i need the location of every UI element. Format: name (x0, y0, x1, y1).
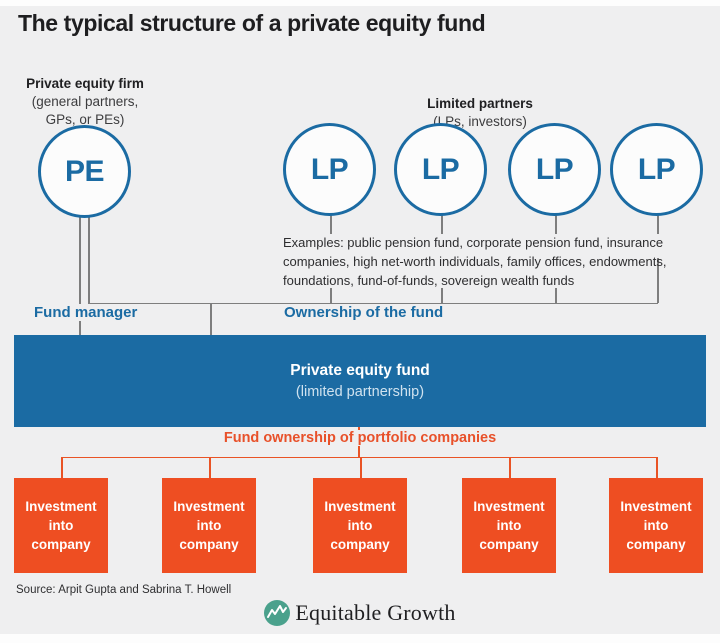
bottom-margin-strip (0, 634, 720, 643)
connector-drop-company3 (360, 457, 362, 479)
investment-company-box: Investment into company (609, 478, 703, 573)
connector-drop-company1 (61, 457, 63, 479)
pe-firm-label: Private equity firm (general partners, GP… (5, 57, 165, 129)
investment-company-box: Investment into company (14, 478, 108, 573)
investment-company-box: Investment into company (162, 478, 256, 573)
ownership-label: Ownership of the fund (280, 304, 448, 321)
node-lp-circle: LP (394, 123, 487, 216)
node-lp-circle: LP (283, 123, 376, 216)
logo-chart-icon (264, 600, 291, 626)
connector-lp4-stub-bottom (657, 258, 659, 303)
connector-lp4-stub-top (657, 215, 659, 234)
connector-lp2-stub-bottom (441, 288, 443, 303)
portfolio-ownership-label: Fund ownership of portfolio companies (160, 430, 560, 446)
node-lp-circle: LP (610, 123, 703, 216)
fund-manager-label: Fund manager (30, 304, 142, 321)
private-equity-fund-box: Private equity fund (limited partnership… (14, 335, 706, 427)
connector-lp2-stub-top (441, 215, 443, 234)
connector-drop-company4 (509, 457, 511, 479)
logo-wordmark: Equitable Growth (295, 600, 456, 625)
fund-box-subtitle: (limited partnership) (295, 384, 425, 400)
equitable-growth-logo: Equitable Growth (0, 600, 720, 626)
lp-examples-text: Examples: public pension fund, corporate… (283, 235, 667, 288)
connector-lp3-stub-top (555, 215, 557, 234)
node-lp-circle: LP (508, 123, 601, 216)
connector-pe-to-fund (79, 216, 81, 335)
connector-lp1-stub-top (330, 215, 332, 234)
connector-lp1-stub-bottom (330, 288, 332, 303)
connector-portfolio-horizontal (61, 456, 657, 458)
connector-pe-to-ownership (88, 216, 90, 304)
lp-group-label-bold: Limited partners (427, 96, 533, 111)
pe-firm-label-sub: (general partners, GPs, or PEs) (31, 94, 139, 127)
connector-ownership-horizontal (88, 302, 658, 304)
fund-box-title: Private equity fund (290, 362, 430, 379)
pe-firm-label-bold: Private equity firm (26, 76, 144, 91)
connector-drop-company5 (656, 457, 658, 479)
connector-ownership-to-fund (210, 303, 212, 335)
lp-group-label: Limited partners(LPs, investors) (400, 77, 560, 131)
investment-company-box: Investment into company (313, 478, 407, 573)
top-margin-strip (0, 0, 720, 6)
page-title: The typical structure of a private equit… (18, 10, 486, 36)
node-pe-circle: PE (38, 125, 131, 218)
source-credit: Source: Arpit Gupta and Sabrina T. Howel… (16, 584, 232, 596)
connector-drop-company2 (209, 457, 211, 479)
connector-lp3-stub-bottom (555, 288, 557, 303)
investment-company-box: Investment into company (462, 478, 556, 573)
